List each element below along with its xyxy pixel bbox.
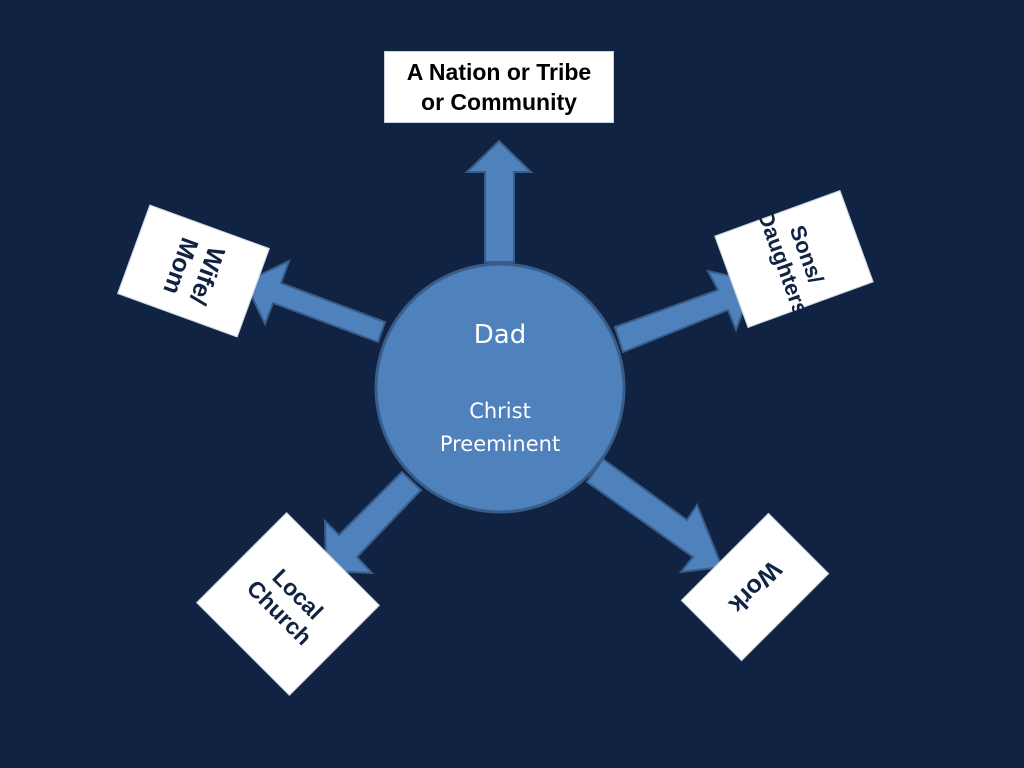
center-subtitle: Christ Preeminent (375, 395, 625, 461)
arrow-to-church (323, 470, 423, 575)
node-nation-line2: or Community (421, 89, 577, 115)
node-nation-line1: A Nation or Tribe (406, 59, 592, 85)
arrow-to-work (585, 457, 724, 574)
center-subtitle-line2: Preeminent (439, 432, 561, 456)
node-church-label: Local Church (241, 557, 334, 650)
node-work-line1: Work (723, 555, 787, 619)
center-circle (374, 262, 626, 514)
node-work-label: Work (723, 555, 787, 619)
node-sons-label: Sons/ Daughters (752, 199, 835, 319)
node-nation-box: A Nation or Tribe or Community (384, 51, 614, 123)
center-title: Dad (473, 320, 527, 350)
center-subtitle-line1: Christ (469, 399, 531, 423)
arrow-to-wife (243, 259, 387, 344)
node-wife-label: Wife/ Mom (157, 233, 230, 309)
node-nation-label: A Nation or Tribe or Community (407, 57, 591, 117)
arrow-to-nation (464, 139, 534, 263)
